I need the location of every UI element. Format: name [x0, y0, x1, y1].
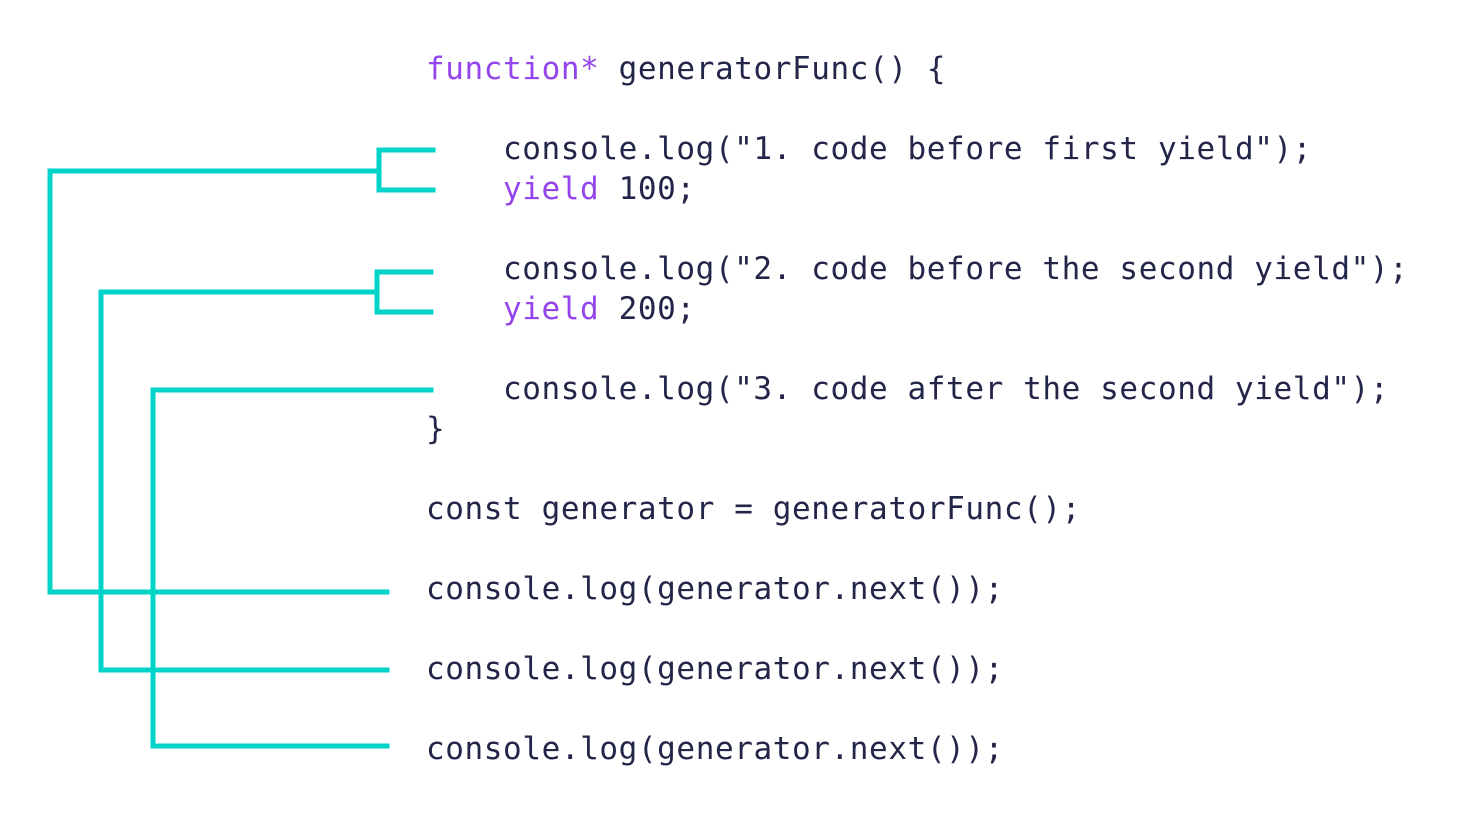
code-text: const generator = generatorFunc(); — [426, 491, 1081, 527]
code-line: console.log(generator.next()); — [426, 649, 1004, 689]
code-line: console.log(generator.next()); — [426, 569, 1004, 609]
code-line: console.log("3. code after the second yi… — [503, 369, 1389, 409]
code-line: console.log("1. code before first yield"… — [503, 129, 1312, 169]
code-text: console.log("3. code after the second yi… — [503, 371, 1390, 407]
code-line: const generator = generatorFunc(); — [426, 489, 1081, 529]
code-text: console.log("2. code before the second y… — [503, 251, 1409, 287]
code-keyword: function* — [426, 51, 600, 87]
code-keyword: yield — [503, 291, 600, 327]
code-text: console.log(generator.next()); — [426, 651, 1004, 687]
code-text: 100; — [599, 171, 696, 207]
code-text: console.log(generator.next()); — [426, 731, 1004, 767]
code-text: generatorFunc() { — [599, 51, 947, 87]
connector-next-call-2 — [98, 269, 434, 673]
code-line: console.log(generator.next()); — [426, 729, 1004, 769]
code-text: } — [426, 411, 446, 447]
code-line: } — [426, 409, 445, 449]
code-line: console.log("2. code before the second y… — [503, 249, 1408, 289]
code-text: 200; — [599, 291, 696, 327]
code-text: console.log(generator.next()); — [426, 571, 1004, 607]
code-text: console.log("1. code before first yield"… — [503, 131, 1313, 167]
connector-next-call-1 — [47, 147, 436, 595]
code-line: function* generatorFunc() { — [426, 49, 946, 89]
connector-next-call-3 — [150, 387, 434, 749]
code-keyword: yield — [503, 171, 600, 207]
code-line: yield 100; — [503, 169, 696, 209]
code-line: yield 200; — [503, 289, 696, 329]
